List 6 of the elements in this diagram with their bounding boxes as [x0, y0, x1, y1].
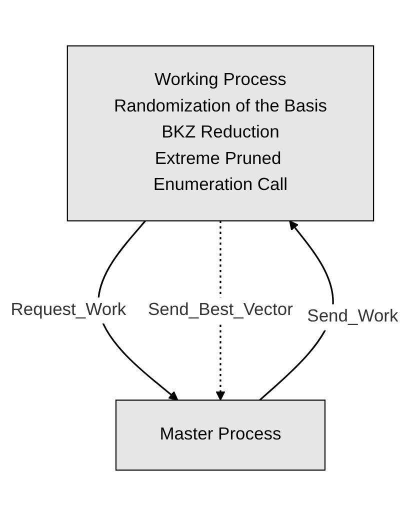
node-box: Master Process [115, 400, 326, 471]
edge-label: Request_Work [10, 300, 126, 320]
arrow [259, 220, 334, 401]
edge-label: Send_Best_Vector [148, 300, 293, 320]
edge-label: Send_Work [307, 307, 398, 326]
node-box: Working Process Randomization of the Basis BKZ Reduction Extreme Pruned Enumeration Call [66, 45, 374, 222]
